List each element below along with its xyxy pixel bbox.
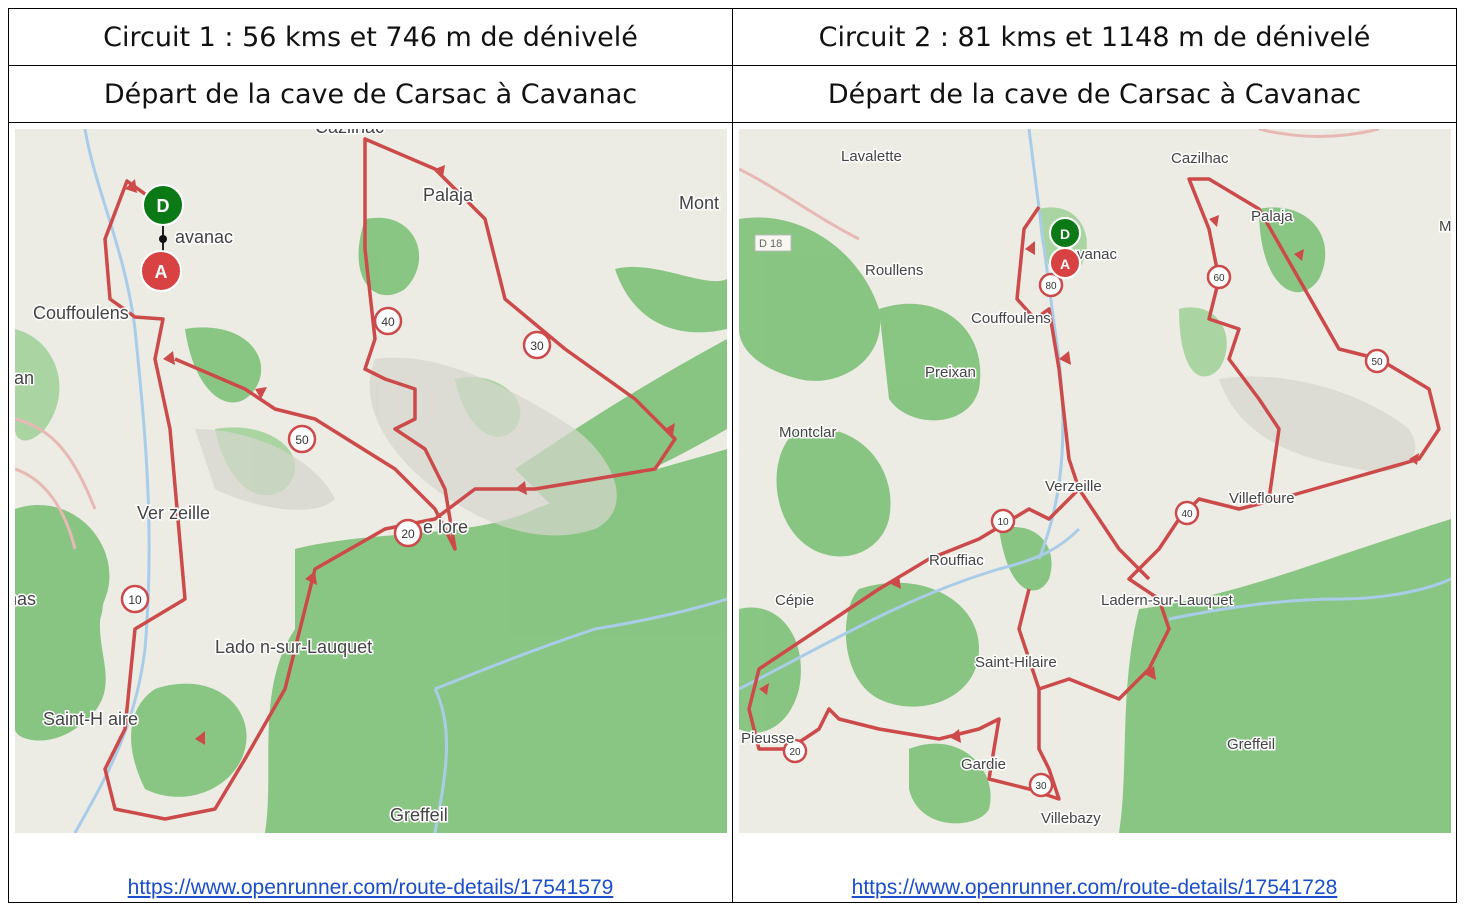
circuit2-km-markers: 10 20 30 40 50 60 80 <box>782 264 1390 798</box>
circuit1-end-label: A <box>155 262 168 282</box>
c2-place-cepie: Cépie <box>775 592 814 609</box>
circuit1-map-svg: 10 20 30 40 50 Couffoulens xan nas Ver z… <box>15 129 727 833</box>
c1-place-sainthilaire: Saint-H aire <box>43 709 138 729</box>
circuit1-map[interactable]: 10 20 30 40 50 Couffoulens xan nas Ver z… <box>15 129 727 833</box>
c2-place-preixan: Preixan <box>925 364 976 381</box>
c2-place-rouffiac: Rouffiac <box>929 552 984 569</box>
c1-place-couffoulens: Couffoulens <box>33 303 129 323</box>
c2-place-palaja: Palaja <box>1251 208 1293 225</box>
circuits-table: Circuit 1 : 56 kms et 746 m de dénivelé … <box>8 8 1457 903</box>
circuit2-km-50: 50 <box>1371 357 1383 368</box>
circuit1-start-label: D <box>157 196 170 216</box>
c1-place-cavanac: avanac <box>175 227 233 247</box>
circuit1-km-10: 10 <box>128 593 142 607</box>
c1-place-preixan: xan <box>15 368 34 388</box>
circuit2-end-label: A <box>1060 256 1070 272</box>
circuit2-map[interactable]: 10 20 30 40 50 60 80 Lavalette Cazilhac … <box>739 129 1451 833</box>
circuit1-start-marker[interactable]: D <box>142 184 184 226</box>
circuit1-link[interactable]: https://www.openrunner.com/route-details… <box>127 876 614 899</box>
c2-place-gardie: Gardie <box>961 756 1006 773</box>
circuit2-km-30: 30 <box>1035 781 1047 792</box>
c2-place-cavanac: vanac <box>1077 246 1118 263</box>
circuit1-link-row: https://www.openrunner.com/route-details… <box>9 876 732 900</box>
circuit2-km-20: 20 <box>789 747 801 758</box>
circuit1-km-40: 40 <box>381 315 395 329</box>
c2-place-villebazy: Villebazy <box>1041 810 1101 827</box>
c2-place-verzeille: Verzeille <box>1045 478 1102 495</box>
circuit1-end-marker[interactable]: A <box>140 250 182 292</box>
circuit2-map-cell: 10 20 30 40 50 60 80 Lavalette Cazilhac … <box>732 122 1457 903</box>
circuit2-link[interactable]: https://www.openrunner.com/route-details… <box>851 876 1338 899</box>
c2-place-roullens: Roullens <box>865 262 923 279</box>
c1-place-cepie: nas <box>15 589 36 609</box>
circuit2-km-80: 80 <box>1045 281 1057 292</box>
c1-place-mont: Mont <box>679 193 719 213</box>
circuit2-subtitle: Départ de la cave de Carsac à Cavanac <box>732 65 1457 123</box>
c1-place-palaja: Palaja <box>423 185 474 205</box>
c2-place-greffeil: Greffeil <box>1227 736 1275 753</box>
c1-place-greffeil: Greffeil <box>390 805 448 825</box>
c1-place-cazilhac: Cazilhac <box>315 129 384 137</box>
c2-road-d18: D 18 <box>759 238 782 250</box>
circuit2-link-row: https://www.openrunner.com/route-details… <box>733 876 1456 900</box>
circuit2-km-40: 40 <box>1181 509 1193 520</box>
circuit1-map-cell: 10 20 30 40 50 Couffoulens xan nas Ver z… <box>8 122 733 903</box>
c2-place-lavalette: Lavalette <box>841 148 902 165</box>
circuit2-title: Circuit 2 : 81 kms et 1148 m de dénivelé <box>732 8 1457 66</box>
c2-place-montclar: Montclar <box>779 424 837 441</box>
c1-place-verzeille: Ver zeille <box>137 503 210 523</box>
c1-place-ladern: Lado n-sur-Lauquet <box>215 637 372 657</box>
circuit2-km-10: 10 <box>997 517 1009 528</box>
circuit2-start-label: D <box>1060 226 1070 242</box>
circuit1-subtitle: Départ de la cave de Carsac à Cavanac <box>8 65 733 123</box>
c2-place-villefloure: Villefloure <box>1229 490 1295 507</box>
circuit1-km-20: 20 <box>401 527 415 541</box>
circuit1-title: Circuit 1 : 56 kms et 746 m de dénivelé <box>8 8 733 66</box>
circuit1-km-30: 30 <box>530 339 544 353</box>
c2-place-pieusse: Pieusse <box>741 730 794 747</box>
c2-place-ladern: Ladern-sur-Lauquet <box>1101 592 1234 609</box>
circuit2-end-marker[interactable]: A <box>1049 247 1081 279</box>
c1-place-villefloure: e lore <box>423 517 468 537</box>
circuit1-km-50: 50 <box>295 433 309 447</box>
c2-place-couffoulens: Couffoulens <box>971 310 1051 327</box>
circuit2-km-60: 60 <box>1213 273 1225 284</box>
c2-place-sainthilaire: Saint-Hilaire <box>975 654 1057 671</box>
circuit1-km-markers: 10 20 30 40 50 <box>120 306 552 614</box>
circuit2-start-marker[interactable]: D <box>1049 217 1081 249</box>
circuit2-map-svg: 10 20 30 40 50 60 80 Lavalette Cazilhac … <box>739 129 1451 833</box>
c2-place-cazilhac: Cazilhac <box>1171 150 1229 167</box>
c2-place-m: M <box>1439 218 1451 235</box>
